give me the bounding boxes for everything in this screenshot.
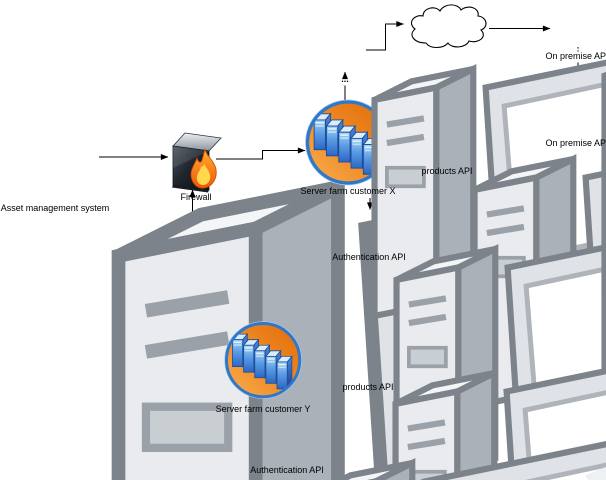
- connector-firewall-to-farm-x: [216, 147, 306, 160]
- on-premise-api-1-label: On premise API: [545, 51, 606, 61]
- server-farm-y-label: Server farm customer Y: [216, 404, 311, 414]
- server-farm-icon: [225, 322, 302, 399]
- node-firewall: [171, 132, 222, 193]
- server-farm-x-label: Server farm customer X: [300, 186, 395, 196]
- products-api-x-label: products API: [421, 166, 472, 176]
- firewall-icon: [171, 132, 222, 193]
- authentication-api-y-label: Authentication API: [250, 465, 324, 475]
- node-cloud: [410, 4, 487, 49]
- firewall-label: Firewall: [180, 192, 211, 202]
- authentication-api-x-label: Authentication API: [332, 252, 406, 262]
- on-premise-api-2-label: On premise API: [545, 138, 606, 148]
- products-api-y-label: products API: [342, 382, 393, 392]
- farm-x-gateway-edge-label: ...: [341, 74, 349, 84]
- connector-gateway-to-cloud: [366, 21, 404, 51]
- node-server-farm-y: [225, 322, 302, 399]
- asset-management-label: Asset management system: [1, 203, 110, 213]
- cloud-icon: [410, 4, 487, 49]
